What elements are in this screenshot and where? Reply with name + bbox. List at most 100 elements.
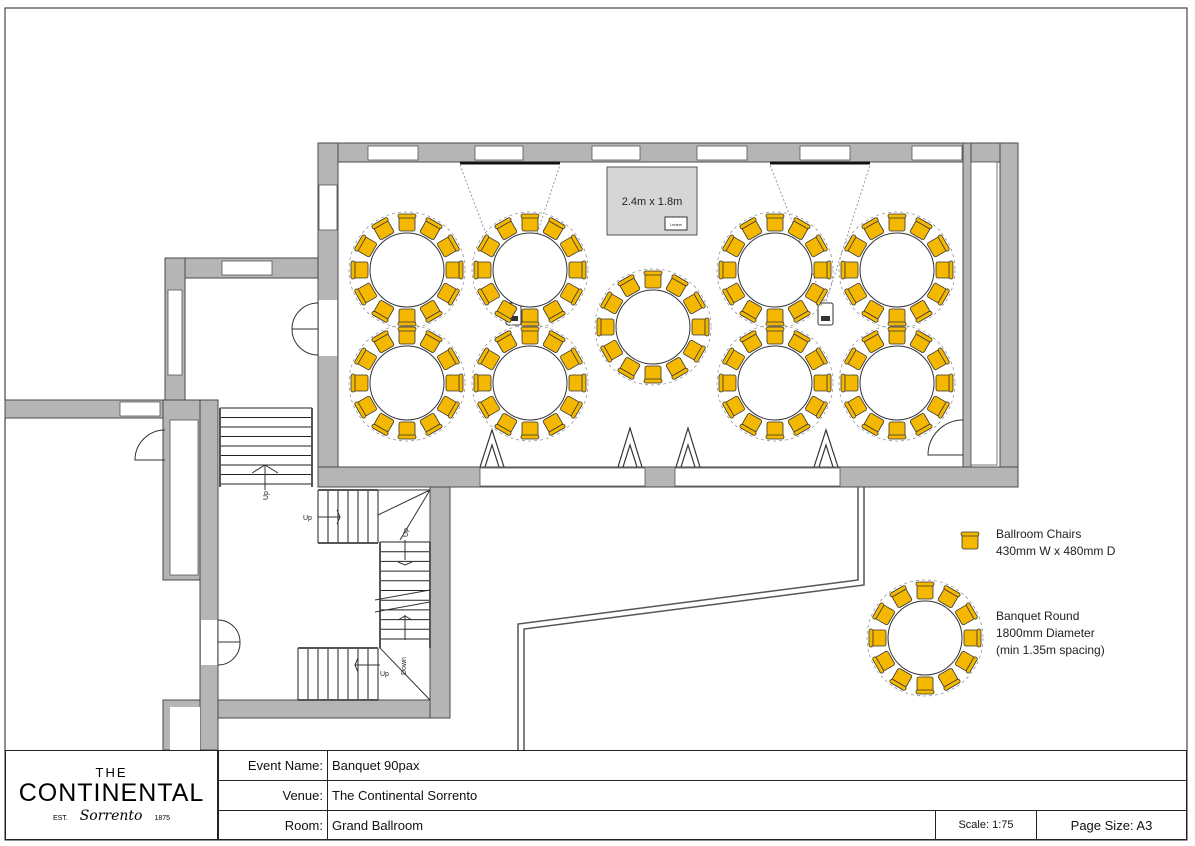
table-top bbox=[737, 232, 813, 308]
chair-icon bbox=[937, 668, 961, 691]
table-clearance bbox=[838, 324, 956, 442]
chair-icon bbox=[963, 628, 982, 648]
chair-icon bbox=[861, 217, 885, 240]
logo-name: CONTINENTAL bbox=[18, 779, 205, 807]
chair-icon bbox=[718, 260, 737, 280]
banquet-round-table bbox=[471, 324, 589, 442]
chair-icon bbox=[937, 585, 961, 608]
table-clearance bbox=[348, 324, 466, 442]
lectern-label: Lectern bbox=[670, 223, 682, 227]
chair-icon bbox=[861, 300, 885, 323]
chair-icon bbox=[844, 395, 867, 419]
chair-icon bbox=[787, 413, 811, 436]
chair-icon bbox=[960, 531, 980, 550]
chair-icon bbox=[665, 274, 689, 297]
chair-icon bbox=[419, 300, 443, 323]
chair-icon bbox=[889, 585, 913, 608]
chair-icon bbox=[437, 282, 460, 306]
chair-icon bbox=[437, 395, 460, 419]
chair-icon bbox=[437, 234, 460, 258]
chair-icon bbox=[354, 395, 377, 419]
chair-icon bbox=[643, 270, 663, 289]
chair-icon bbox=[787, 330, 811, 353]
chair-icon bbox=[722, 347, 745, 371]
banquet-round-table bbox=[594, 268, 712, 386]
chair-icon bbox=[909, 217, 933, 240]
stair-labels: Up Up Up Down Up bbox=[263, 491, 410, 678]
chair-icon bbox=[371, 300, 395, 323]
room-label: Room: bbox=[218, 810, 328, 840]
chair-icon bbox=[927, 282, 950, 306]
chair-icon bbox=[691, 317, 710, 337]
table-top bbox=[492, 345, 568, 421]
event-name-label: Event Name: bbox=[218, 750, 328, 781]
chair-icon bbox=[437, 347, 460, 371]
chair-icon bbox=[419, 330, 443, 353]
table-top bbox=[887, 600, 963, 676]
chair-icon bbox=[477, 395, 500, 419]
chair-icon bbox=[397, 213, 417, 232]
projector-icon bbox=[817, 302, 834, 326]
chair-icon bbox=[927, 347, 950, 371]
chair-icon bbox=[844, 347, 867, 371]
stairs bbox=[219, 407, 431, 701]
chair-icon bbox=[909, 300, 933, 323]
chair-icon bbox=[887, 421, 907, 440]
chair-icon bbox=[915, 581, 935, 600]
chair-icon bbox=[909, 330, 933, 353]
stair-arrow-icon bbox=[318, 509, 413, 673]
chair-icon bbox=[889, 668, 913, 691]
chair-icon bbox=[397, 308, 417, 327]
chair-icon bbox=[665, 357, 689, 380]
chair-icon bbox=[844, 282, 867, 306]
table-clearance bbox=[471, 324, 589, 442]
chair-icon bbox=[473, 260, 492, 280]
venue-logo: THE CONTINENTAL EST. Sorrento 1875 bbox=[5, 750, 218, 840]
chair-icon bbox=[722, 395, 745, 419]
chair-icon bbox=[560, 347, 583, 371]
stair-break-line bbox=[374, 589, 431, 613]
chair-icon bbox=[805, 395, 828, 419]
banquet-tables bbox=[348, 211, 984, 697]
door-arc-icon bbox=[134, 429, 166, 461]
page-size-value: Page Size: A3 bbox=[1036, 810, 1187, 840]
chair-icon bbox=[419, 413, 443, 436]
chair-icon bbox=[739, 300, 763, 323]
chair-icon bbox=[542, 413, 566, 436]
legend-table-title: Banquet Round bbox=[996, 609, 1079, 623]
chair-icon bbox=[371, 330, 395, 353]
chair-icon bbox=[840, 373, 859, 393]
door-arc-icon bbox=[927, 419, 964, 456]
stage-size-label: 2.4m x 1.8m bbox=[622, 196, 683, 208]
chair-icon bbox=[739, 413, 763, 436]
table-clearance bbox=[716, 324, 834, 442]
table-top bbox=[615, 289, 691, 365]
staircase bbox=[297, 647, 379, 701]
table-top bbox=[859, 345, 935, 421]
chair-icon bbox=[722, 234, 745, 258]
chair-icon bbox=[397, 421, 417, 440]
stage-area: 2.4m x 1.8m Lectern bbox=[606, 166, 698, 236]
chair-icon bbox=[354, 234, 377, 258]
stair-label-up: Up bbox=[303, 515, 312, 522]
chair-icon bbox=[473, 373, 492, 393]
chair-icon bbox=[617, 357, 641, 380]
chair-icon bbox=[915, 676, 935, 695]
venue-label: Venue: bbox=[218, 780, 328, 811]
chair-icon bbox=[955, 650, 978, 674]
chair-icon bbox=[542, 300, 566, 323]
chair-icon bbox=[813, 260, 832, 280]
chair-icon bbox=[445, 373, 464, 393]
chair-icon bbox=[542, 330, 566, 353]
chair-icon bbox=[542, 217, 566, 240]
chair-icon bbox=[354, 347, 377, 371]
chair-icon bbox=[560, 234, 583, 258]
chair-icon bbox=[805, 282, 828, 306]
stair-label-up: Up bbox=[380, 671, 389, 678]
banquet-round-table bbox=[716, 211, 834, 329]
chair-icon bbox=[861, 413, 885, 436]
chair-icon bbox=[350, 373, 369, 393]
chair-icon bbox=[872, 650, 895, 674]
chair-icon bbox=[568, 260, 587, 280]
chair-icon bbox=[520, 308, 540, 327]
